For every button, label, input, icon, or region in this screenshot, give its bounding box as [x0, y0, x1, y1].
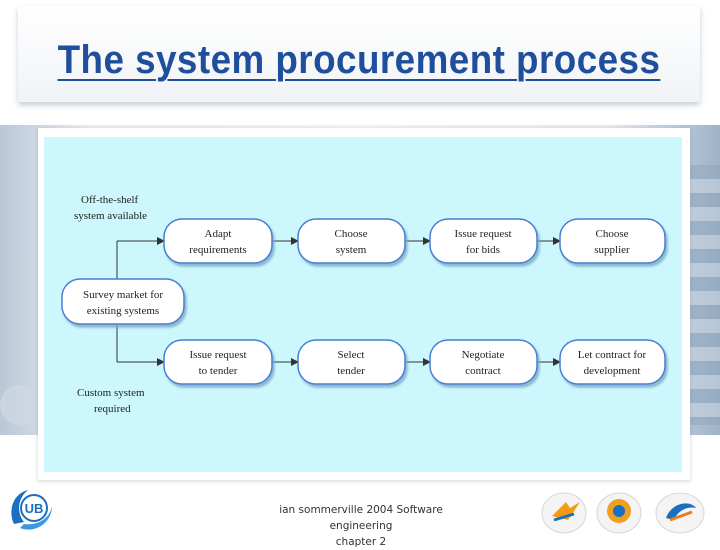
- partner-logo-3-icon: [655, 492, 705, 534]
- diagram-svg: Off-the-shelf system available Custom sy…: [61, 194, 666, 415]
- partner-logo-2-icon: [596, 492, 642, 534]
- title-panel: The system procurement process: [18, 6, 700, 102]
- connectors: [116, 237, 561, 366]
- footer-line-2: chapter 2: [335, 536, 387, 548]
- footer-credit: ian sommerville 2004 Software engineerin…: [250, 502, 472, 550]
- label-custom-system: Custom system required: [77, 387, 147, 415]
- slide-title: The system procurement process: [57, 38, 661, 82]
- label-off-the-shelf: Off-the-shelf system available: [74, 194, 147, 222]
- procurement-diagram: Off-the-shelf system available Custom sy…: [44, 137, 682, 472]
- ub-logo-icon: UB: [11, 490, 52, 530]
- footer-line-1: ian sommerville 2004 Software engineerin…: [279, 504, 443, 532]
- svg-text:UB: UB: [25, 501, 44, 516]
- decor-circle: [0, 385, 40, 425]
- partner-logos: [541, 492, 705, 534]
- partner-logo-1-icon: [541, 492, 587, 534]
